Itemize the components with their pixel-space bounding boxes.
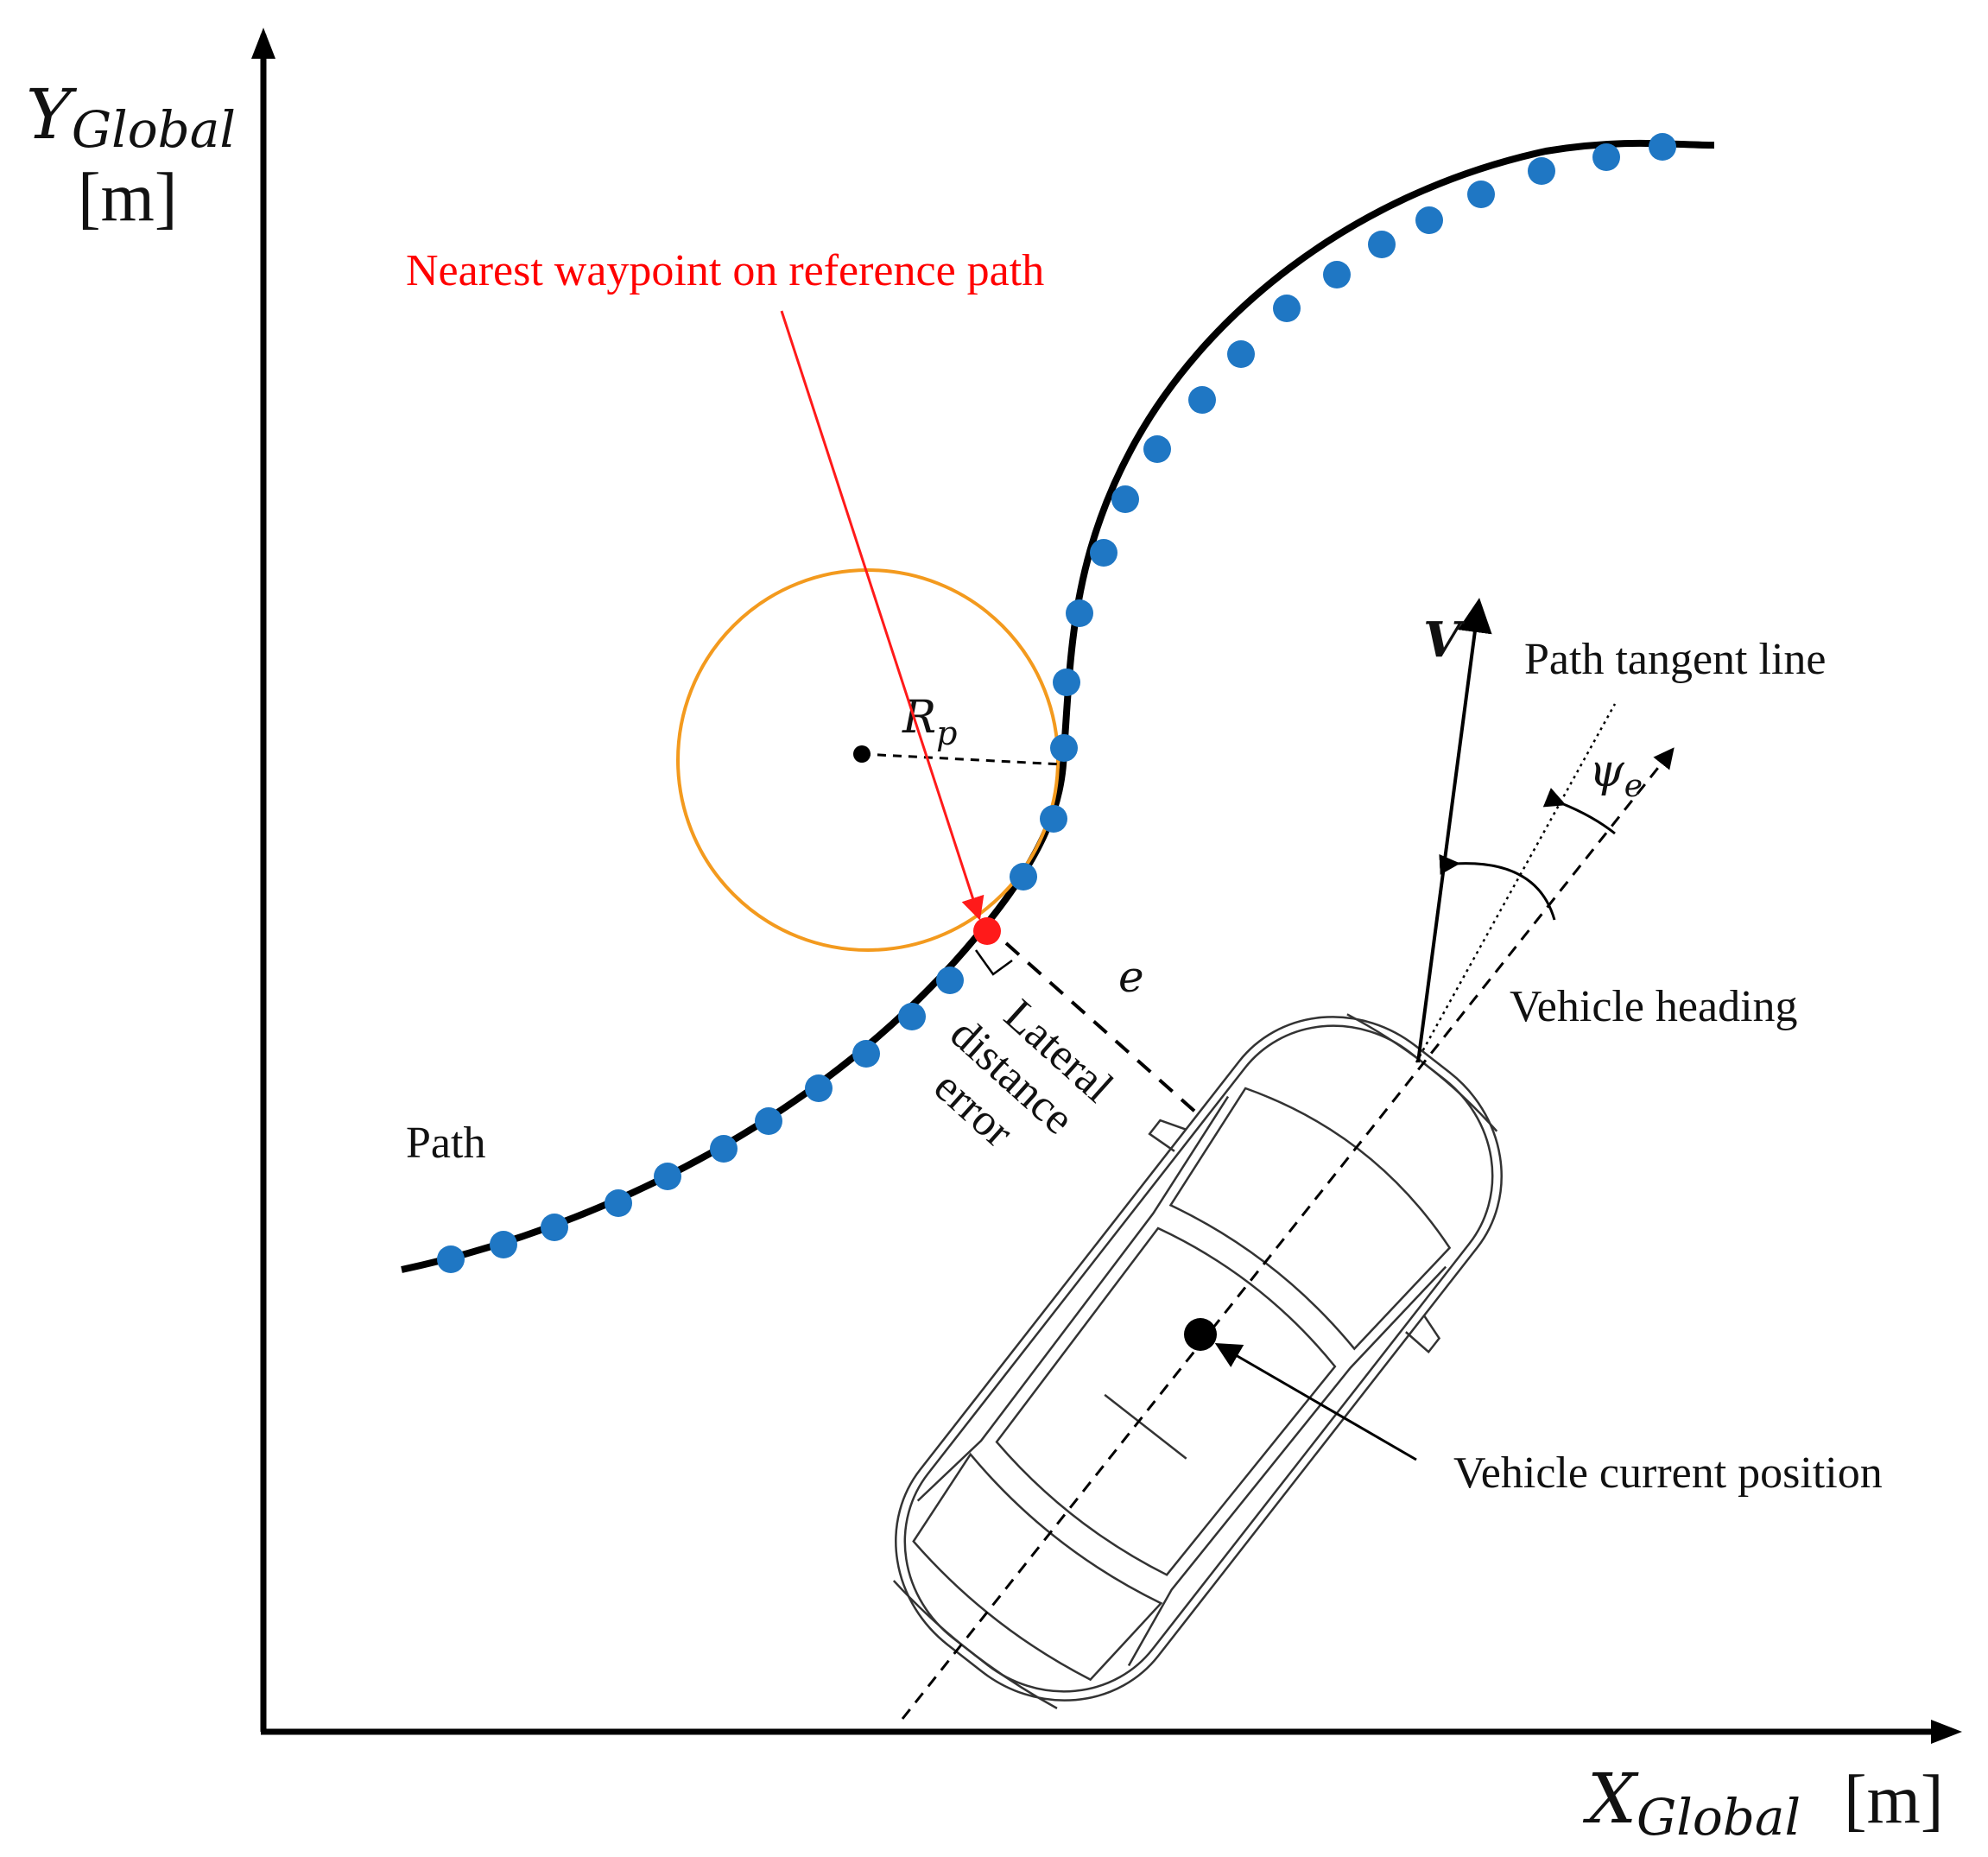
waypoint	[755, 1107, 782, 1135]
waypoint	[1649, 133, 1676, 161]
waypoint	[541, 1214, 568, 1241]
y-axis-subscript: Global	[72, 100, 236, 159]
x-axis-label: XGlobal [m]	[1582, 1759, 1944, 1847]
right-angle-marker	[974, 949, 1013, 976]
waypoint	[1368, 231, 1396, 258]
x-axis-symbol: X	[1582, 1759, 1639, 1839]
waypoint	[805, 1074, 833, 1102]
velocity-vector	[1416, 598, 1492, 1063]
waypoint	[1010, 863, 1037, 890]
waypoint	[1090, 539, 1117, 567]
waypoint	[1050, 734, 1078, 762]
heading-error-arc	[1542, 788, 1616, 835]
error-symbol: e	[1118, 952, 1144, 1002]
nearest-waypoint-label: Nearest waypoint on reference path	[406, 246, 1044, 295]
waypoint	[1111, 485, 1139, 513]
vehicle-position-arrow	[1214, 1342, 1417, 1461]
svg-text:ψe: ψe	[1589, 745, 1643, 804]
heading-error-symbol: ψ	[1589, 745, 1625, 797]
waypoint	[1273, 295, 1301, 322]
path-label: Path	[406, 1119, 485, 1168]
vehicle-position-label: Vehicle current position	[1453, 1448, 1883, 1498]
axes	[251, 28, 1962, 1744]
svg-text:YGlobal: YGlobal	[26, 74, 236, 159]
radius-line	[861, 752, 1063, 766]
waypoint	[1592, 143, 1620, 171]
waypoint	[1053, 669, 1080, 696]
x-axis-unit: [m]	[1844, 1762, 1944, 1838]
waypoint	[1227, 340, 1255, 368]
waypoint	[710, 1135, 738, 1163]
curvature-circle-group: Rp	[676, 568, 1063, 952]
x-axis-subscript: Global	[1637, 1788, 1801, 1847]
y-axis-symbol: Y	[26, 74, 78, 155]
waypoint	[1415, 206, 1443, 234]
y-axis-unit: [m]	[78, 160, 178, 236]
waypoint	[437, 1245, 465, 1273]
waypoint	[654, 1163, 681, 1190]
path-tangent-label: Path tangent line	[1524, 635, 1826, 684]
nearest-waypoint-arrow	[780, 310, 985, 921]
velocity-label: V	[1423, 612, 1466, 669]
svg-text:XGlobal: XGlobal	[1582, 1759, 1801, 1847]
y-axis-arrowhead	[251, 28, 275, 59]
vehicle-position-point	[1184, 1318, 1217, 1351]
waypoint	[1528, 157, 1555, 185]
waypoint	[605, 1189, 632, 1217]
y-axis-label: YGlobal [m]	[26, 74, 236, 236]
waypoint	[1040, 805, 1067, 833]
reference-path-curve	[401, 139, 1715, 1273]
waypoint	[1188, 386, 1216, 414]
vehicle-heading-label: Vehicle heading	[1510, 982, 1798, 1031]
waypoints	[437, 133, 1676, 1273]
waypoint	[1323, 261, 1351, 288]
heading-error-subscript: e	[1624, 769, 1643, 804]
vehicle	[892, 1013, 1503, 1709]
radius-subscript: p	[936, 714, 957, 752]
heading-angle-arc	[1439, 853, 1556, 921]
waypoint	[1066, 599, 1093, 627]
svg-text:Rp: Rp	[902, 692, 957, 752]
waypoint	[936, 967, 964, 994]
waypoint	[1467, 181, 1495, 208]
waypoint	[898, 1003, 926, 1030]
car-top-view-icon	[892, 1013, 1503, 1709]
x-axis-arrowhead	[1931, 1720, 1962, 1744]
waypoint	[490, 1231, 517, 1258]
nearest-waypoint-marker	[973, 917, 1001, 945]
waypoint	[852, 1040, 880, 1068]
waypoint	[1143, 435, 1171, 463]
